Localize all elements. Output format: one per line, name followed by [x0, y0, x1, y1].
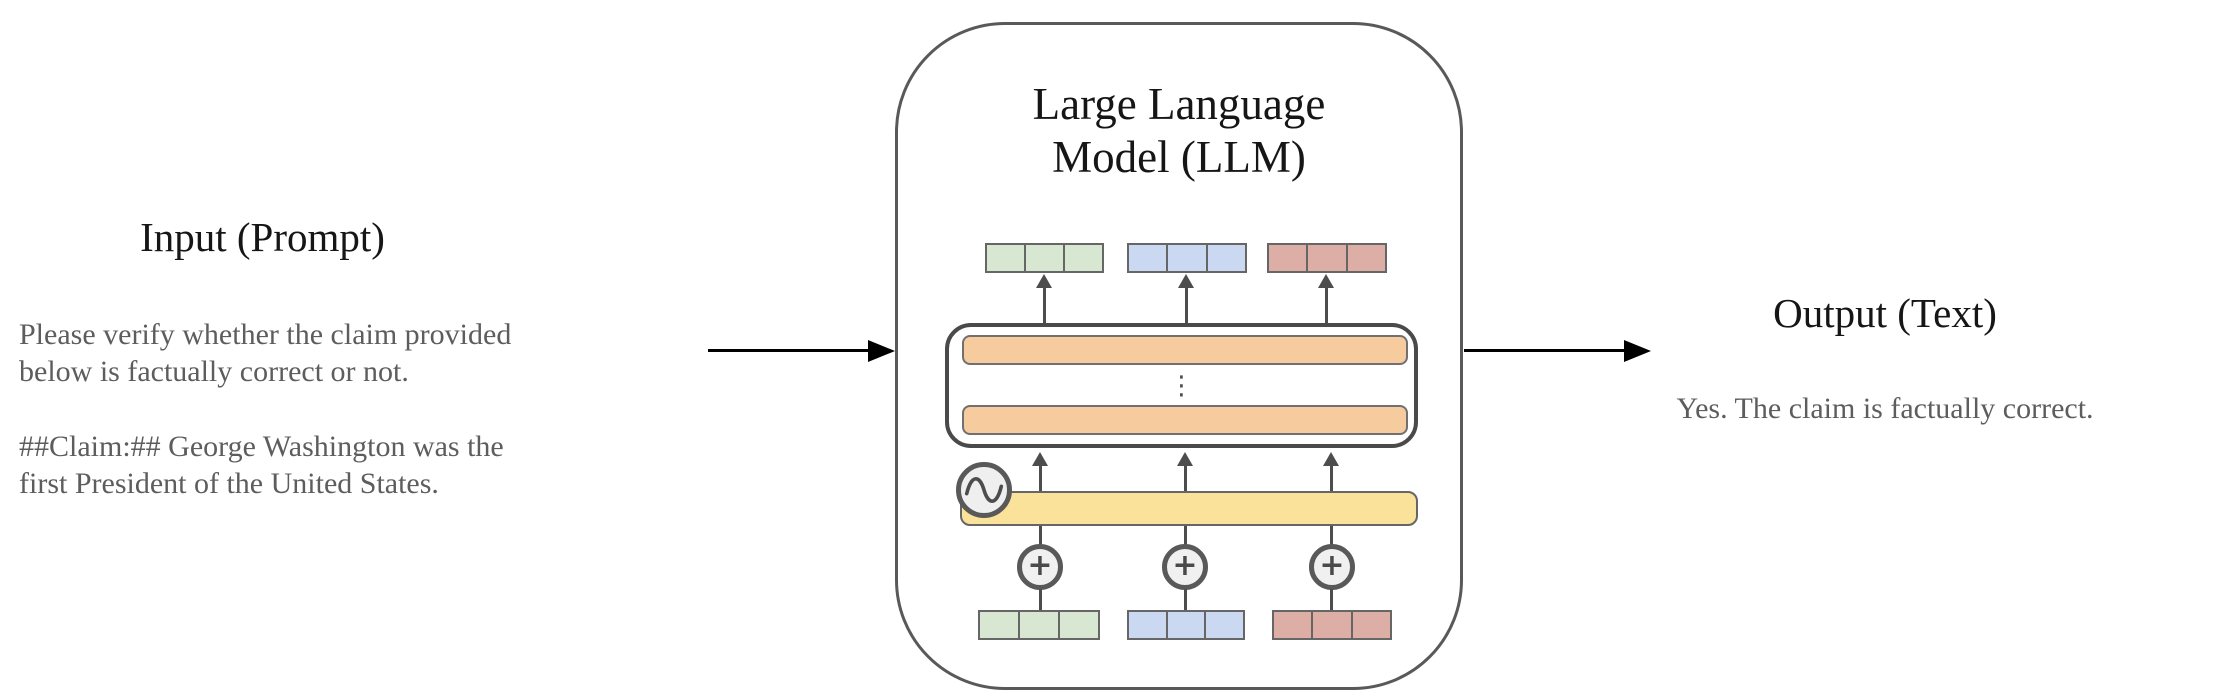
up-arrowhead-icon — [1036, 274, 1052, 288]
up-arrow-line — [1039, 464, 1042, 493]
token-cell — [1350, 612, 1390, 638]
transformer-layers-box: ⋮ — [945, 323, 1418, 448]
up-arrowhead-icon — [1318, 274, 1334, 288]
token-strip-input-red — [1272, 610, 1392, 640]
token-strip-input-green — [978, 610, 1100, 640]
add-operation-icon: + — [1309, 544, 1355, 590]
token-strip-input-blue — [1127, 610, 1245, 640]
embedding-bar — [960, 491, 1418, 526]
token-strip-output-blue — [1127, 243, 1247, 273]
up-arrowhead-icon — [1323, 452, 1339, 466]
vertical-ellipsis: ⋮ — [1168, 371, 1195, 401]
up-arrowhead-icon — [1032, 452, 1048, 466]
token-cell — [1058, 612, 1098, 638]
up-arrowhead-icon — [1178, 274, 1194, 288]
up-arrow-line — [1330, 464, 1333, 493]
up-arrowhead-icon — [1177, 452, 1193, 466]
token-cell — [1306, 245, 1345, 271]
token-cell — [1205, 245, 1245, 271]
token-cell — [1311, 612, 1350, 638]
positional-encoding-icon — [956, 462, 1012, 518]
up-arrow-line — [1184, 464, 1187, 493]
token-cell — [1269, 245, 1306, 271]
llm-title: Large Language Model (LLM) — [1032, 79, 1326, 182]
output-title: Output (Text) — [1773, 290, 1997, 336]
token-cell — [980, 612, 1018, 638]
up-arrow-line — [1185, 286, 1188, 325]
token-cell — [1063, 245, 1102, 271]
token-strip-output-green — [985, 243, 1104, 273]
transformer-layer-bar — [962, 405, 1408, 435]
output-arrow-line — [1464, 349, 1626, 352]
token-strip-output-red — [1267, 243, 1387, 273]
input-arrow-line — [708, 349, 874, 352]
up-arrow-line — [1043, 286, 1046, 325]
output-answer-text: Yes. The claim is factually correct. — [1676, 392, 2094, 425]
output-arrowhead-icon — [1624, 340, 1651, 362]
token-cell — [1204, 612, 1243, 638]
sine-wave-icon — [964, 477, 1004, 503]
input-instruction-text: Please verify whether the claim provided… — [19, 318, 512, 388]
token-cell — [1129, 612, 1166, 638]
up-arrow-line — [1325, 286, 1328, 325]
input-arrowhead-icon — [868, 340, 895, 362]
token-cell — [1345, 245, 1385, 271]
token-cell — [987, 245, 1024, 271]
token-cell — [1018, 612, 1058, 638]
token-cell — [1129, 245, 1166, 271]
connector-line — [1039, 589, 1042, 611]
input-claim-text: ##Claim:## George Washington was the fir… — [19, 430, 504, 500]
connector-line — [1184, 526, 1187, 545]
token-cell — [1166, 245, 1205, 271]
input-title: Input (Prompt) — [140, 214, 385, 260]
connector-line — [1330, 589, 1333, 611]
token-cell — [1024, 245, 1063, 271]
connector-line — [1039, 526, 1042, 545]
transformer-layer-bar — [962, 335, 1408, 365]
add-operation-icon: + — [1017, 544, 1063, 590]
token-cell — [1165, 612, 1205, 638]
connector-line — [1330, 526, 1333, 545]
token-cell — [1274, 612, 1311, 638]
connector-line — [1184, 589, 1187, 611]
add-operation-icon: + — [1162, 544, 1208, 590]
